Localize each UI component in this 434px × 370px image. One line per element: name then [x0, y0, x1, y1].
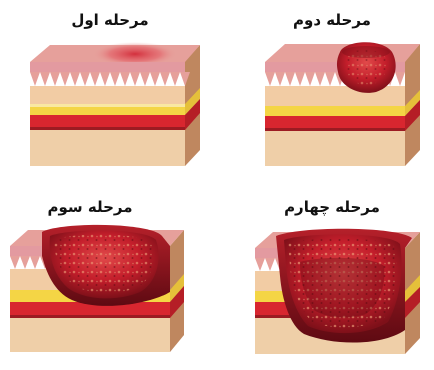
stage-4-diagram: مرحله چهارم	[255, 198, 420, 354]
stage-2-dermis	[265, 86, 405, 106]
stage-4-label: مرحله چهارم	[284, 198, 380, 217]
stage-2-label: مرحله دوم	[293, 11, 371, 29]
stage-2-diagram: مرحله دوم	[265, 11, 420, 166]
stage-1-epidermis	[30, 62, 185, 72]
stage-1-dermis	[30, 86, 185, 104]
stage-1-label: مرحله اول	[71, 11, 148, 29]
stage-2-bone-layer	[265, 131, 405, 166]
stage-3-bone-layer	[10, 318, 170, 352]
stage-3-diagram: مرحله سوم	[10, 198, 184, 352]
stage-3-label: مرحله سوم	[47, 198, 132, 216]
stage-1-diagram: مرحله اول	[30, 11, 200, 166]
stage-1-bone-layer	[30, 130, 185, 166]
stage-2-fat-layer	[265, 106, 405, 116]
